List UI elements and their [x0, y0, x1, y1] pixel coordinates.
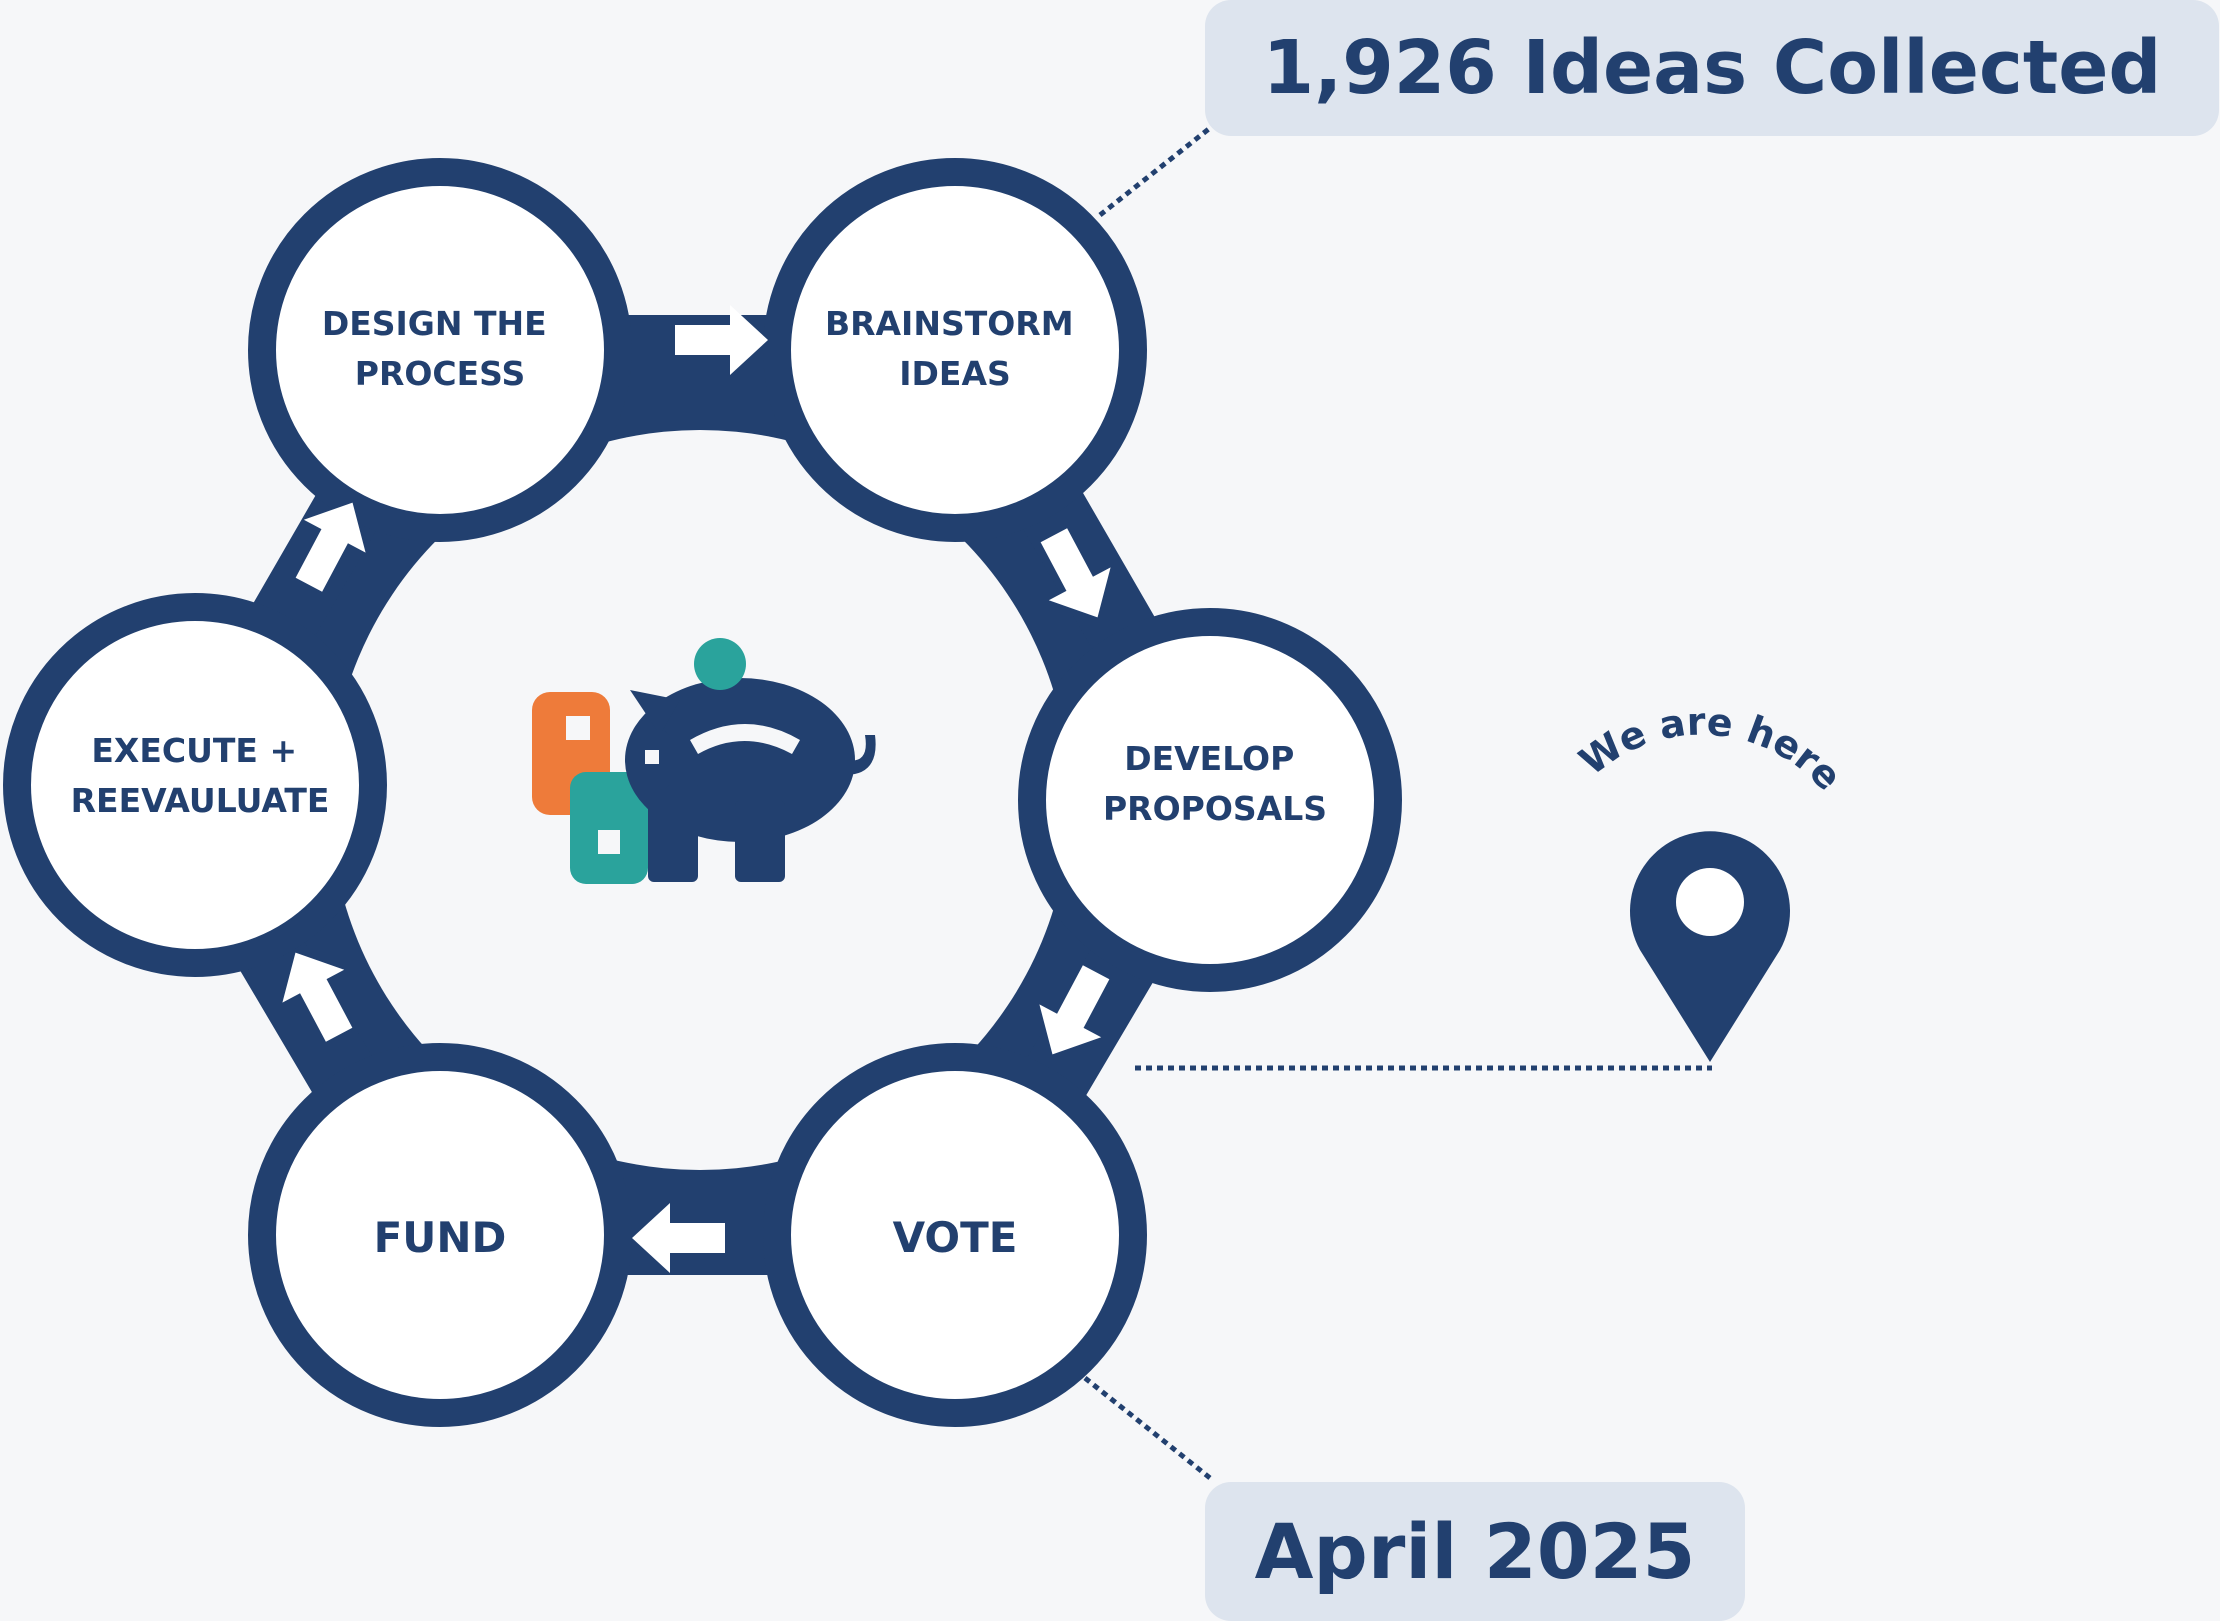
step-label-develop: DEVELOP PROPOSALS [1103, 739, 1327, 828]
step-label-design-line-2: PROCESS [355, 354, 525, 393]
arrow-down-left-icon [1039, 965, 1110, 1055]
step-label-fund-line-1: FUND [374, 1213, 507, 1262]
arrow-right-icon [675, 305, 768, 375]
dotted-connectors [1083, 126, 1712, 1480]
step-circle-execute [3, 593, 387, 977]
step-label-develop-line-1: DEVELOP [1124, 739, 1294, 778]
we-are-here-caption-text: We are here [1571, 699, 1850, 798]
step-label-brainstorm-line-1: BRAINSTORM [825, 304, 1074, 343]
step-label-develop-line-2: PROPOSALS [1103, 789, 1327, 828]
step-circle-fund [248, 1043, 632, 1427]
step-label-execute-line-2: REEVAULUATE [71, 781, 330, 820]
ideas-collected-text: 1,926 Ideas Collected [1262, 25, 2162, 111]
connector-vote-to-date [1083, 1376, 1212, 1480]
arrow-left-icon [632, 1203, 725, 1273]
step-label-execute: EXECUTE + REEVAULUATE [71, 731, 330, 820]
step-label-vote: VOTE [893, 1213, 1018, 1262]
arrow-down-right-icon [1040, 528, 1111, 618]
logo-letter-b [570, 772, 648, 884]
connector-brainstorm-to-ideas [1098, 126, 1212, 217]
date-text: April 2025 [1254, 1507, 1696, 1596]
step-circle-design [248, 158, 632, 542]
step-label-fund: FUND [374, 1213, 507, 1262]
coin-icon [694, 638, 746, 690]
step-label-execute-line-1: EXECUTE + [91, 731, 297, 770]
we-are-here-caption: We are here [1571, 699, 1850, 798]
ideas-collected-callout: 1,926 Ideas Collected [1205, 0, 2219, 136]
arrow-up-right-icon [295, 502, 366, 592]
step-label-design: DESIGN THE PROCESS [322, 304, 558, 393]
we-are-here-marker: We are here [1571, 699, 1850, 1062]
step-circle-vote [763, 1043, 1147, 1427]
step-label-brainstorm: BRAINSTORM IDEAS [825, 304, 1085, 393]
arrow-up-left-icon [282, 952, 353, 1042]
step-circles [3, 158, 1402, 1427]
step-label-vote-line-1: VOTE [893, 1213, 1018, 1262]
step-circle-brainstorm [763, 158, 1147, 542]
location-pin-icon [1630, 831, 1790, 1062]
step-circle-develop [1018, 608, 1402, 992]
piggy-bank-icon [625, 678, 876, 882]
cycle-arrows [282, 305, 1111, 1273]
logo-letter-b-text: b [593, 818, 627, 874]
step-label-design-line-1: DESIGN THE [322, 304, 547, 343]
pb-logo: P b [532, 638, 876, 884]
step-label-brainstorm-line-2: IDEAS [899, 354, 1011, 393]
date-callout: April 2025 [1205, 1482, 1745, 1621]
